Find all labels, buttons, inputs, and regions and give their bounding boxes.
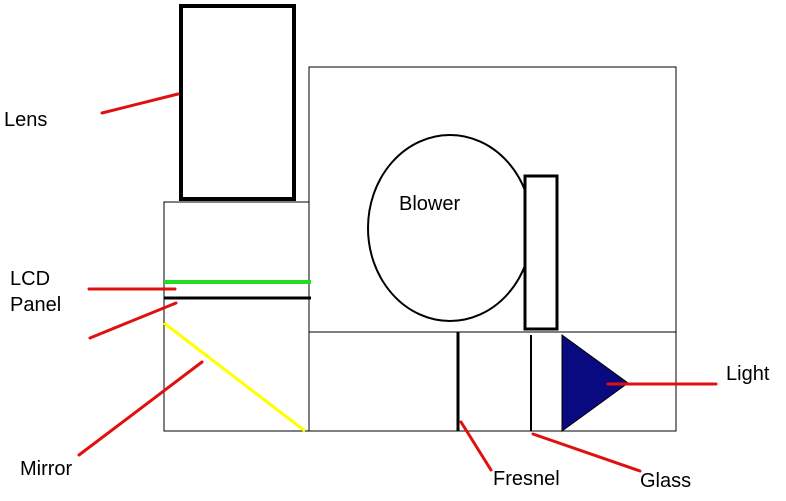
lcd-leader-lower <box>88 301 178 340</box>
light-label: Light <box>726 363 770 385</box>
blower-outlet <box>523 174 559 331</box>
fresnel-label: Fresnel <box>493 468 560 490</box>
projector-housing <box>163 66 677 432</box>
light-path-chamber <box>163 201 310 432</box>
mirror-leader <box>77 360 204 457</box>
mirror <box>163 321 306 433</box>
glass-label: Glass <box>640 470 692 492</box>
glass-leader <box>531 432 642 473</box>
lcd-label-line1: LCD <box>10 268 51 290</box>
leader-lines <box>77 92 718 473</box>
lcd-label-line2: Panel <box>10 294 62 316</box>
blower-label: Blower <box>399 193 461 215</box>
blower-fan <box>367 134 533 322</box>
lens-leader <box>100 92 180 115</box>
mirror-label: Mirror <box>20 458 73 480</box>
fresnel-leader <box>459 420 493 472</box>
light-source <box>561 334 629 432</box>
lens-label: Lens <box>4 109 48 131</box>
lens-body <box>179 4 296 201</box>
